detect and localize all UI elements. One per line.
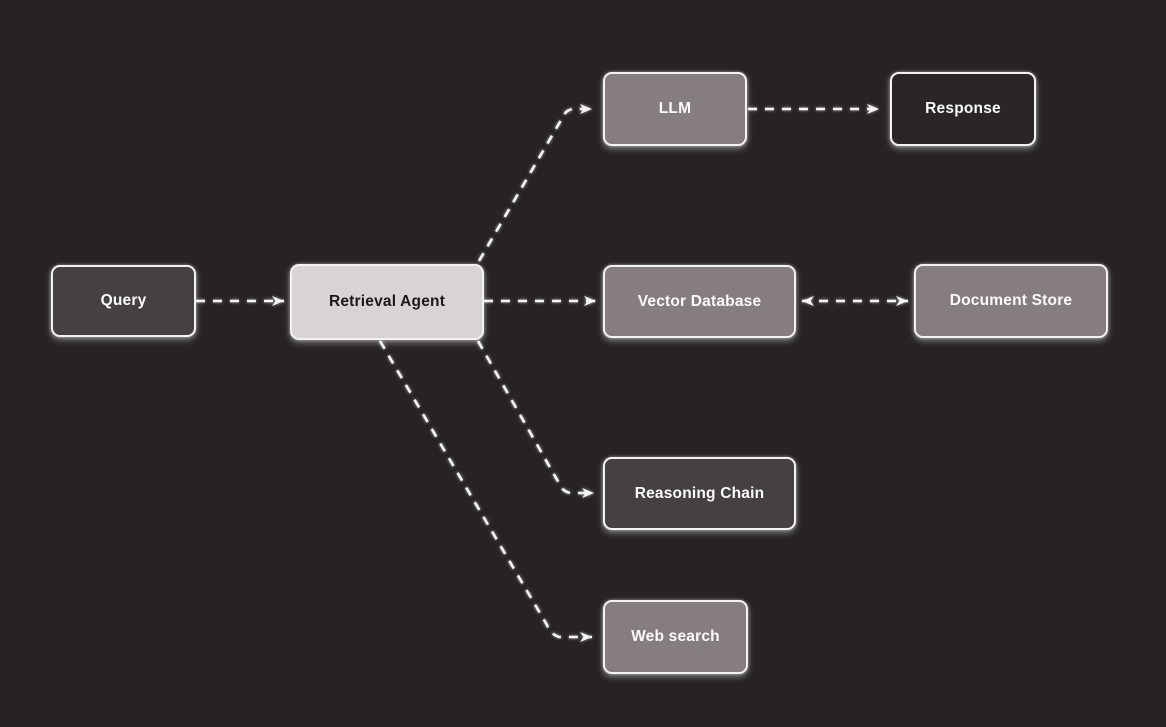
edge-retrieval-agent-to-web-search xyxy=(378,340,592,642)
node-web-search-label: Web search xyxy=(631,628,720,645)
node-query-label: Query xyxy=(100,292,147,309)
edge-retrieval-agent-to-llm xyxy=(477,104,592,262)
node-retrieval-agent-label: Retrieval Agent xyxy=(328,293,446,310)
node-retrieval-agent[interactable]: Retrieval Agent xyxy=(290,264,484,340)
node-response-label: Response xyxy=(925,100,1001,117)
node-document-store-label: Document Store xyxy=(949,292,1073,309)
node-web-search[interactable]: Web search xyxy=(603,600,748,674)
node-vector-database[interactable]: Vector Database xyxy=(603,265,796,338)
node-llm-label: LLM xyxy=(658,100,692,117)
edge-retrieval-agent-to-reasoning-chain xyxy=(476,340,594,498)
node-reasoning-chain[interactable]: Reasoning Chain xyxy=(603,457,796,530)
node-llm[interactable]: LLM xyxy=(603,72,747,146)
node-response[interactable]: Response xyxy=(890,72,1036,146)
node-vector-database-label: Vector Database xyxy=(637,292,762,310)
node-reasoning-chain-label: Reasoning Chain xyxy=(634,484,765,502)
node-query[interactable]: Query xyxy=(51,265,196,337)
node-document-store[interactable]: Document Store xyxy=(914,264,1108,338)
